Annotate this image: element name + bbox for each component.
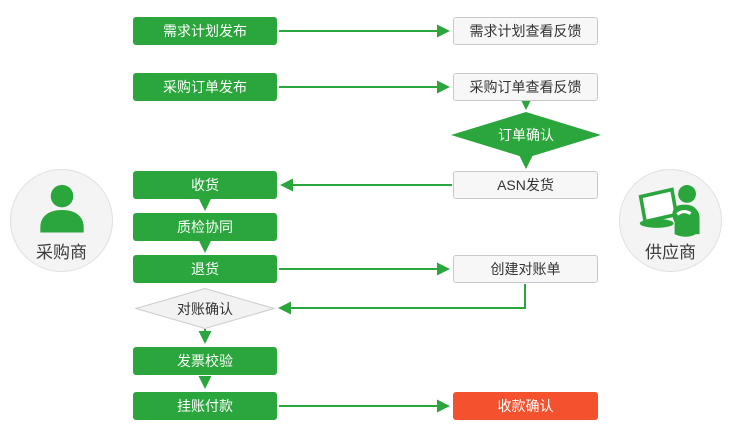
node-quality-collab[interactable]: 质检协同 [133, 213, 277, 241]
node-label: 需求计划发布 [163, 23, 247, 39]
node-return-goods[interactable]: 退货 [133, 255, 277, 283]
actor-supplier-label: 供应商 [645, 243, 696, 262]
node-receive[interactable]: 收货 [133, 171, 277, 199]
node-label: 订单确认 [498, 127, 554, 143]
node-label: 采购订单发布 [163, 79, 247, 95]
node-label: 挂账付款 [177, 398, 233, 414]
actor-buyer: 采购商 [10, 169, 113, 272]
node-label: ASN发货 [497, 177, 554, 193]
node-invoice-verify[interactable]: 发票校验 [133, 347, 277, 375]
node-po-feedback[interactable]: 采购订单查看反馈 [453, 73, 598, 101]
user-laptop-icon [620, 182, 721, 238]
node-demand-plan-publish[interactable]: 需求计划发布 [133, 17, 277, 45]
node-demand-plan-feedback[interactable]: 需求计划查看反馈 [453, 17, 598, 45]
user-icon [11, 182, 112, 238]
node-label: 退货 [191, 261, 219, 277]
node-label: 收货 [191, 177, 219, 193]
node-recon-confirm[interactable]: 对账确认 [135, 288, 275, 329]
node-label: 收款确认 [497, 398, 554, 414]
node-label: 创建对账单 [490, 261, 561, 277]
node-pending-payment[interactable]: 挂账付款 [133, 392, 277, 420]
node-label: 需求计划查看反馈 [469, 23, 582, 39]
node-asn-ship[interactable]: ASN发货 [453, 171, 598, 199]
node-label: 发票校验 [177, 353, 233, 369]
node-label: 对账确认 [177, 300, 233, 317]
actor-buyer-label: 采购商 [36, 243, 87, 262]
node-payment-confirm[interactable]: 收款确认 [453, 392, 598, 420]
connector-statement-to-recon [278, 284, 526, 315]
node-label: 质检协同 [177, 219, 233, 235]
node-create-statement[interactable]: 创建对账单 [453, 255, 598, 283]
actor-supplier: 供应商 [619, 169, 722, 272]
node-label: 采购订单查看反馈 [469, 79, 582, 95]
node-order-confirm[interactable]: 订单确认 [451, 112, 601, 158]
node-po-publish[interactable]: 采购订单发布 [133, 73, 277, 101]
